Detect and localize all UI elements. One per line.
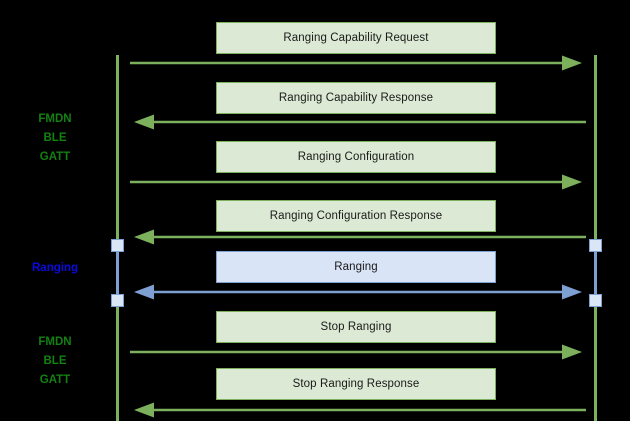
message-box-ranging: Ranging xyxy=(216,251,496,283)
message-box-stop-ranging-response: Stop Ranging Response xyxy=(216,368,496,400)
message-box-stop-ranging: Stop Ranging xyxy=(216,311,496,343)
right-lifeline-ranging-segment xyxy=(594,246,597,301)
message-box-ranging-capability-request: Ranging Capability Request xyxy=(216,22,496,54)
activation-right-end xyxy=(589,294,602,307)
protocol-label-middle: Ranging xyxy=(32,262,78,274)
message-box-ranging-configuration-response: Ranging Configuration Response xyxy=(216,200,496,232)
activation-right-start xyxy=(589,239,602,252)
protocol-label-top: FMDN BLE GATT xyxy=(38,113,72,163)
message-arrow-bidirectional-5 xyxy=(134,284,582,300)
protocol-label-bottom: FMDN BLE GATT xyxy=(38,336,72,386)
message-arrow-right-6 xyxy=(130,344,582,360)
message-box-ranging-configuration: Ranging Configuration xyxy=(216,141,496,173)
right-lifeline xyxy=(594,55,597,421)
message-arrow-left-2 xyxy=(134,114,586,130)
left-lifeline-ranging-segment xyxy=(116,246,119,301)
message-box-ranging-capability-response: Ranging Capability Response xyxy=(216,82,496,114)
activation-left-start xyxy=(111,239,124,252)
message-arrow-right-3 xyxy=(130,174,582,190)
left-lifeline xyxy=(116,55,119,421)
activation-left-end xyxy=(111,294,124,307)
message-arrow-left-4 xyxy=(134,229,586,245)
message-arrow-left-7 xyxy=(134,402,586,418)
message-arrow-right-1 xyxy=(130,55,582,71)
